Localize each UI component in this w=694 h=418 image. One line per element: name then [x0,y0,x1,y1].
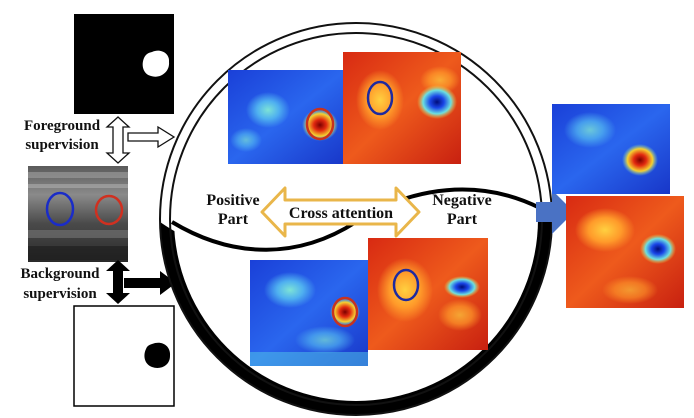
output-positive-map [552,104,670,194]
foreground-label-line1: Foreground [24,118,101,134]
negative-attention-map-top [343,52,461,164]
positive-label-line1: Positive [206,192,259,209]
output-negative-map [566,196,684,308]
background-label-line2: supervision [23,286,97,302]
positive-attention-map-top [228,70,346,164]
foreground-label-line2: supervision [25,137,99,153]
cross-attention-label: Cross attention [289,205,393,222]
positive-attention-map-bottom [250,260,368,366]
negative-label-line1: Negative [432,192,492,209]
background-arrow [106,260,176,304]
output-arrow [536,190,574,234]
background-label-line1: Background [21,266,101,282]
negative-attention-map-bottom [368,238,488,350]
foreground-arrow [105,116,176,164]
ultrasound-image [28,166,128,262]
negative-label-line2: Part [447,211,478,228]
cross-attention-arrow [260,186,421,238]
background-mask [73,305,175,407]
positive-label-line2: Part [218,211,249,228]
foreground-mask [74,14,174,114]
